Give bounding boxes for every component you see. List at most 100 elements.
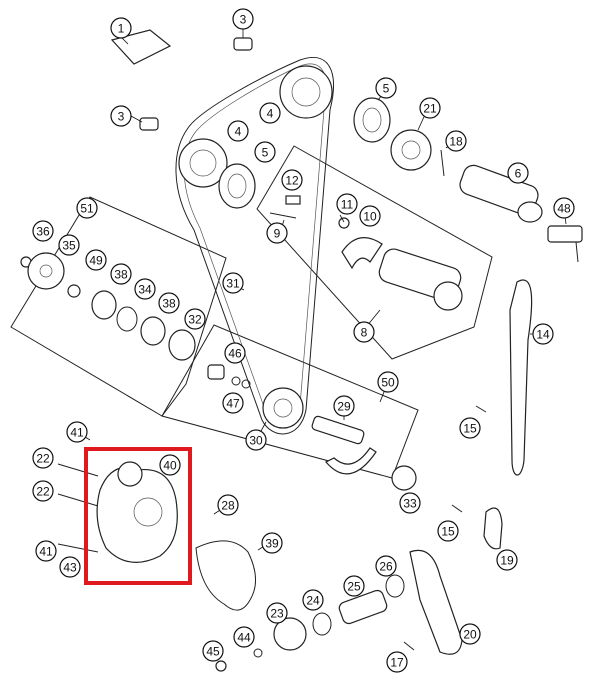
callout-number: 9 <box>274 227 281 241</box>
callout-41: 41 <box>35 540 57 562</box>
callout-circle <box>232 8 254 30</box>
callout-circle <box>281 169 303 191</box>
callout-number: 6 <box>515 167 522 181</box>
callout-circle <box>399 492 421 514</box>
callout-circle <box>507 162 529 184</box>
shaft-29 <box>311 415 365 445</box>
callout-number: 22 <box>36 485 50 499</box>
callout-50: 50 <box>377 371 399 393</box>
callout-49: 49 <box>85 249 107 271</box>
bearing-32 <box>168 329 196 361</box>
callout-4: 4 <box>259 102 281 124</box>
callout-circle <box>32 480 54 502</box>
tensioner-rail-20 <box>409 549 463 655</box>
callout-17: 17 <box>386 651 408 673</box>
callout-circle <box>224 342 246 364</box>
callout-33: 33 <box>399 492 421 514</box>
gasket-39 <box>195 540 256 611</box>
callout-number: 43 <box>63 561 77 575</box>
callout-18: 18 <box>445 130 467 152</box>
callout-circle <box>359 205 381 227</box>
pin-18 <box>440 149 445 177</box>
callout-circle <box>227 120 249 142</box>
callout-30: 30 <box>245 429 267 451</box>
callout-circle <box>377 371 399 393</box>
callout-circle <box>254 141 276 163</box>
plug-45 <box>215 660 227 672</box>
callout-circle <box>336 193 358 215</box>
callout-circle <box>184 308 206 330</box>
callout-circle <box>222 272 244 294</box>
callout-number: 15 <box>463 422 477 436</box>
callout-number: 48 <box>557 202 571 216</box>
callout-circle <box>217 494 239 516</box>
callout-circle <box>302 589 324 611</box>
oring-24 <box>312 612 332 636</box>
callout-28: 28 <box>217 494 239 516</box>
impeller-35 <box>27 252 65 290</box>
timing-chain <box>175 57 334 435</box>
callout-number: 50 <box>381 376 395 390</box>
callout-circle <box>110 263 132 285</box>
callout-number: 34 <box>138 283 152 297</box>
callout-circle <box>158 292 180 314</box>
callout-44: 44 <box>233 626 255 648</box>
callout-circle <box>159 454 181 476</box>
callout-45: 45 <box>202 640 224 662</box>
callout-number: 51 <box>80 202 94 216</box>
callout-9: 9 <box>266 222 288 244</box>
callout-circle <box>222 392 244 414</box>
callout-number: 21 <box>423 102 437 116</box>
callout-36: 36 <box>32 220 54 242</box>
callout-circle <box>496 549 518 571</box>
group-frame-50 <box>161 324 419 479</box>
callout-number: 5 <box>262 146 269 160</box>
spring-12 <box>285 195 301 205</box>
callout-35: 35 <box>58 234 80 256</box>
callout-circle <box>343 575 365 597</box>
callout-number: 32 <box>188 313 202 327</box>
callout-29: 29 <box>333 395 355 417</box>
callout-number: 4 <box>235 125 242 139</box>
callout-circle <box>76 197 98 219</box>
callout-10: 10 <box>359 205 381 227</box>
bolt-15b <box>451 504 463 513</box>
callout-20: 20 <box>459 623 481 645</box>
callout-number: 41 <box>39 545 53 559</box>
callout-32: 32 <box>184 308 206 330</box>
callout-31: 31 <box>222 272 244 294</box>
circlip-34 <box>116 306 138 332</box>
callout-number: 5 <box>383 82 390 96</box>
callout-number: 44 <box>237 631 251 645</box>
callout-number: 18 <box>449 135 463 149</box>
callout-number: 39 <box>265 537 279 551</box>
callout-number: 33 <box>403 497 417 511</box>
callout-circle <box>59 556 81 578</box>
callout-25: 25 <box>343 575 365 597</box>
bearing-left <box>218 163 256 209</box>
callout-number: 20 <box>463 628 477 642</box>
callout-circle <box>110 105 132 127</box>
callout-34: 34 <box>134 278 156 300</box>
callout-39: 39 <box>261 532 283 554</box>
callout-circle <box>233 626 255 648</box>
callout-number: 26 <box>379 560 393 574</box>
callout-3: 3 <box>110 105 132 127</box>
bolt-15a <box>475 405 487 413</box>
gear-segment-29 <box>325 447 377 475</box>
callout-12: 12 <box>281 169 303 191</box>
callout-number: 38 <box>162 297 176 311</box>
seal-38a <box>91 290 117 320</box>
callout-number: 22 <box>36 452 50 466</box>
callout-43: 43 <box>59 556 81 578</box>
callout-41: 41 <box>66 421 88 443</box>
callout-number: 35 <box>62 239 76 253</box>
callout-number: 4 <box>267 107 274 121</box>
callout-40: 40 <box>159 454 181 476</box>
callout-circle <box>266 602 288 624</box>
callout-23: 23 <box>266 602 288 624</box>
callout-number: 15 <box>441 525 455 539</box>
callout-number: 30 <box>249 434 263 448</box>
callout-number: 45 <box>206 645 220 659</box>
